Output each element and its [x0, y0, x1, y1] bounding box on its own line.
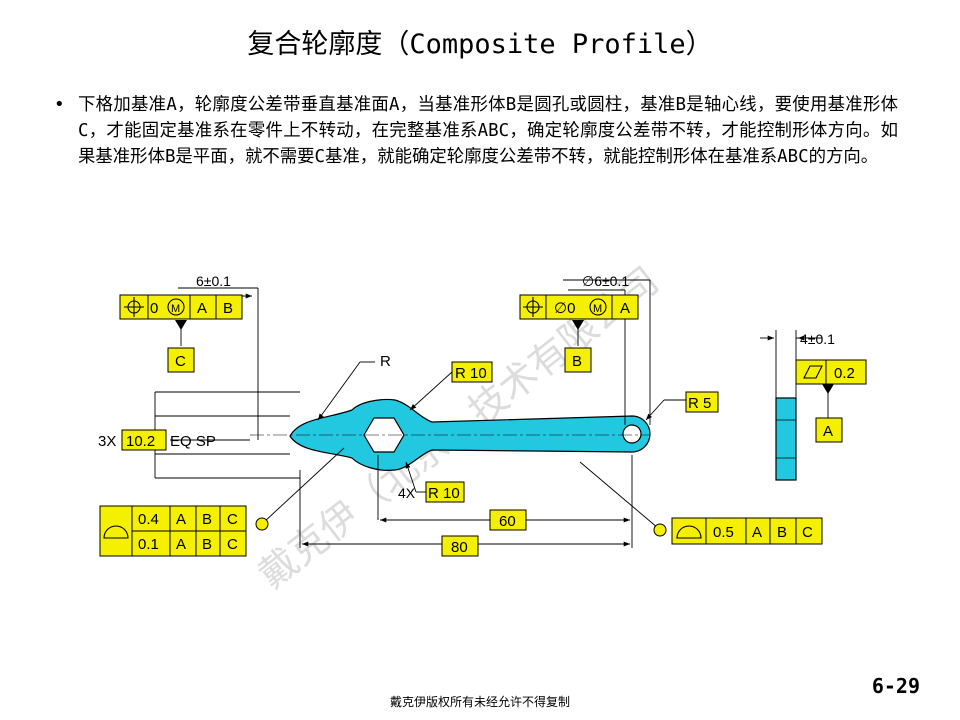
- side-view-part: [775, 397, 797, 481]
- profile-right-ref-b: B: [777, 524, 787, 541]
- dim-4: 4±0.1: [800, 331, 835, 347]
- composite-upper-ref-c: C: [227, 511, 238, 528]
- r10-bottom-label: R 10: [428, 485, 460, 502]
- composite-lower-ref-a: A: [176, 536, 186, 553]
- mmc-icon: [167, 298, 185, 316]
- gdt-symbols: [103, 297, 823, 539]
- eq-sp-box: [121, 429, 167, 451]
- composite-upper-ref-a: A: [176, 511, 186, 528]
- fcf-left-ref2: B: [223, 300, 233, 317]
- fcf-center-mod: M: [593, 303, 602, 315]
- composite-lower-tol: 0.1: [138, 536, 159, 553]
- dim-diameter: ∅6±0.1: [582, 273, 629, 289]
- fcf-left-mod: M: [171, 303, 180, 315]
- composite-upper-tol: 0.4: [138, 511, 159, 528]
- dim-80: 80: [451, 539, 468, 556]
- composite-upper-ref-b: B: [202, 511, 212, 528]
- mmc-icon: [589, 298, 607, 316]
- r5-box: [685, 391, 719, 413]
- fcf-center-ref1: A: [620, 300, 630, 317]
- eq-sp-value: 10.2: [126, 433, 155, 450]
- page-title: 复合轮廓度（Composite Profile）: [247, 29, 713, 60]
- flatness-tol: 0.2: [834, 365, 855, 382]
- profile-surface-icon: [676, 525, 702, 539]
- fcf-flatness: [795, 359, 867, 385]
- dim-60-box: [489, 509, 527, 531]
- profile-right-ref-c: C: [802, 524, 813, 541]
- annotation-boxes: [99, 294, 867, 557]
- copyright-notice: 戴克伊版权所有未经允许不得复制: [389, 695, 570, 709]
- leader-dot-right: [653, 523, 667, 537]
- datum-b-label: B: [572, 353, 582, 370]
- datum-c-label: C: [175, 353, 186, 370]
- wrench-part: [250, 398, 651, 471]
- leader-dot-left: [255, 517, 269, 531]
- profile-surface-icon: [103, 525, 129, 539]
- dim-60: 60: [499, 513, 516, 530]
- position-icon: [523, 297, 543, 317]
- round-hole: [622, 424, 642, 444]
- fcf-center-tol: ∅0: [554, 300, 575, 317]
- datum-a-box: [815, 417, 843, 443]
- eq-sp-prefix: 3X: [98, 433, 116, 450]
- flatness-icon: [803, 365, 823, 379]
- datum-b-box: [564, 347, 592, 373]
- position-icon: [124, 297, 144, 317]
- dim-80-box: [441, 535, 479, 557]
- r10-top-label: R 10: [455, 365, 487, 382]
- bullet-text: 下格加基准A，轮廓度公差带垂直基准面A，当基准形体B是圆孔或圆柱，基准B是轴心线…: [78, 95, 898, 167]
- fcf-profile-right: [671, 517, 823, 545]
- box-texts: 0 M A B C R 10 ∅0 M A B R 5 10.2 R 10 60…: [126, 300, 855, 556]
- bullet-marker: •: [54, 94, 65, 115]
- r10-bottom-prefix: 4X: [398, 485, 416, 501]
- datum-a-label: A: [823, 423, 833, 440]
- r10-top-box: [451, 361, 493, 383]
- fcf-left-ref1: A: [197, 300, 207, 317]
- page-number: 6-29: [871, 674, 920, 698]
- datum-triangles: [175, 320, 834, 394]
- r5-label: R 5: [688, 395, 711, 412]
- profile-right-ref-a: A: [752, 524, 762, 541]
- composite-lower-ref-c: C: [227, 536, 238, 553]
- eq-sp-suffix: EQ SP: [170, 433, 216, 450]
- composite-lower-ref-b: B: [202, 536, 212, 553]
- label-r: R: [380, 353, 391, 370]
- profile-right-tol: 0.5: [713, 524, 734, 541]
- datum-c-box: [167, 347, 195, 373]
- fcf-left-tol: 0: [150, 300, 158, 317]
- r10-bottom-box: [425, 481, 465, 503]
- dim-6: 6±0.1: [196, 273, 231, 289]
